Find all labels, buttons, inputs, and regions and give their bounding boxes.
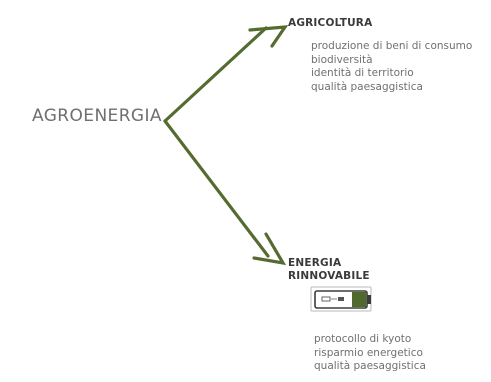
branch-title-line: AGRICOLTURA: [288, 17, 373, 29]
list-item: identità di territorio: [311, 67, 414, 79]
list-item: qualità paesaggistica: [314, 360, 426, 372]
list-item: produzione di beni di consumo: [311, 40, 473, 52]
branch-title-energia-rinnovabile: ENERGIA RINNOVABILE: [288, 257, 370, 283]
arrowhead-energia: [252, 232, 287, 266]
arrow-to-agricoltura: [163, 26, 268, 123]
agricoltura-item-list: produzione di beni di consumo biodiversi…: [311, 40, 472, 94]
list-item: risparmio energetico: [314, 346, 423, 359]
energia-item-list: protocollo di kyoto risparmio energetico…: [314, 333, 426, 374]
list-item: qualità paesaggistica: [311, 80, 423, 93]
arrow-to-energia: [163, 119, 270, 258]
list-item: protocollo di kyoto: [314, 333, 412, 345]
list-item: biodiversità: [311, 53, 373, 66]
branch-title-line: ENERGIA: [288, 257, 342, 269]
branch-title-agricoltura: AGRICOLTURA: [288, 17, 372, 30]
branch-title-line: RINNOVABILE: [288, 270, 370, 282]
battery-icon: [310, 286, 372, 312]
root-label: AGROENERGIA: [32, 106, 162, 126]
arrowhead-agricoltura: [248, 25, 289, 48]
